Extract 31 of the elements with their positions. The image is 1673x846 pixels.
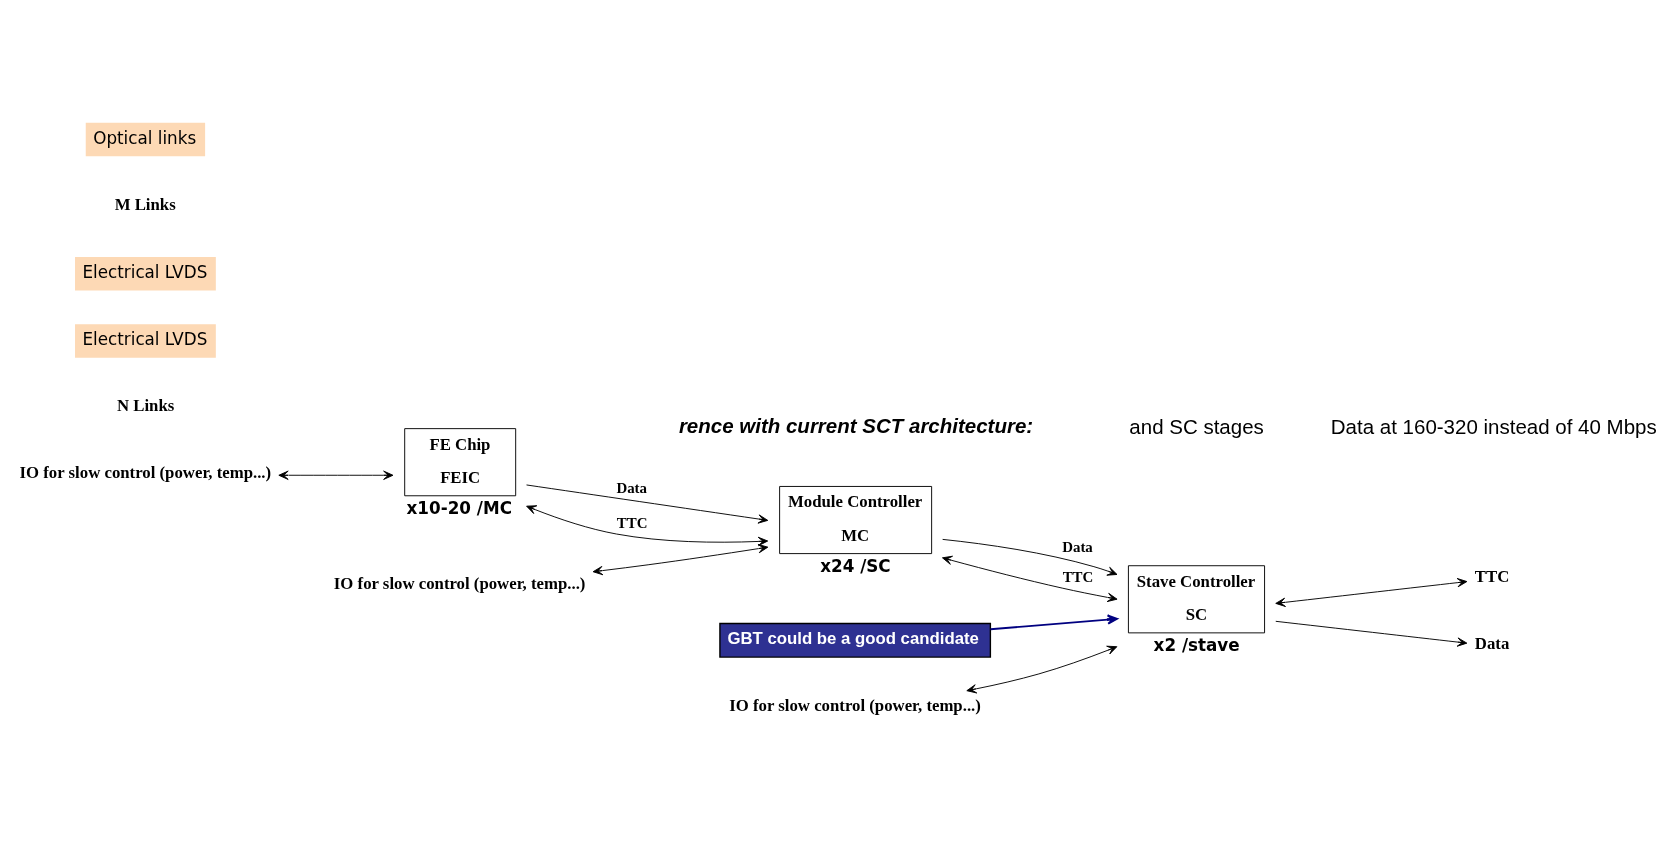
arrow: [526, 483, 769, 524]
label: and SC stages: [1129, 414, 1264, 438]
node-box: GBT could be a good candidate: [719, 622, 992, 658]
arrow: [942, 538, 1118, 576]
node-text: IO for slow control (power, temp...): [19, 462, 272, 482]
label: N Links: [116, 395, 175, 415]
label: rence with current SCT architecture:: [678, 413, 1034, 437]
node-label: x24 /SC: [820, 555, 891, 576]
label: M Links: [114, 194, 176, 214]
node-text: IO for slow control (power, temp...): [729, 695, 981, 715]
arrow: [989, 613, 1119, 630]
node-label: x2 /stave: [1153, 634, 1240, 655]
arrow: [942, 555, 1118, 602]
arrow: [1275, 577, 1468, 607]
edge-label: TTC: [616, 514, 648, 531]
arrow: [526, 504, 769, 546]
node-text: IO for slow control (power, temp...): [333, 573, 586, 593]
node-label: x10-20 /MC: [406, 497, 512, 518]
edge-label: Data: [1062, 538, 1093, 555]
label: Electrical LVDS: [82, 328, 208, 349]
label: Optical links: [93, 127, 197, 148]
arrow: [966, 645, 1118, 693]
arrow: [1275, 620, 1468, 647]
arrow: [278, 470, 394, 480]
edge-label: TTC: [1062, 568, 1094, 585]
label: Electrical LVDS: [82, 261, 208, 282]
arrow: [592, 543, 769, 575]
node-text: TTC: [1474, 566, 1510, 586]
node-text: Data: [1474, 633, 1510, 653]
edge-label: Data: [616, 479, 648, 496]
label: Data at 160-320 instead of 40 Mbps: [1330, 414, 1657, 438]
